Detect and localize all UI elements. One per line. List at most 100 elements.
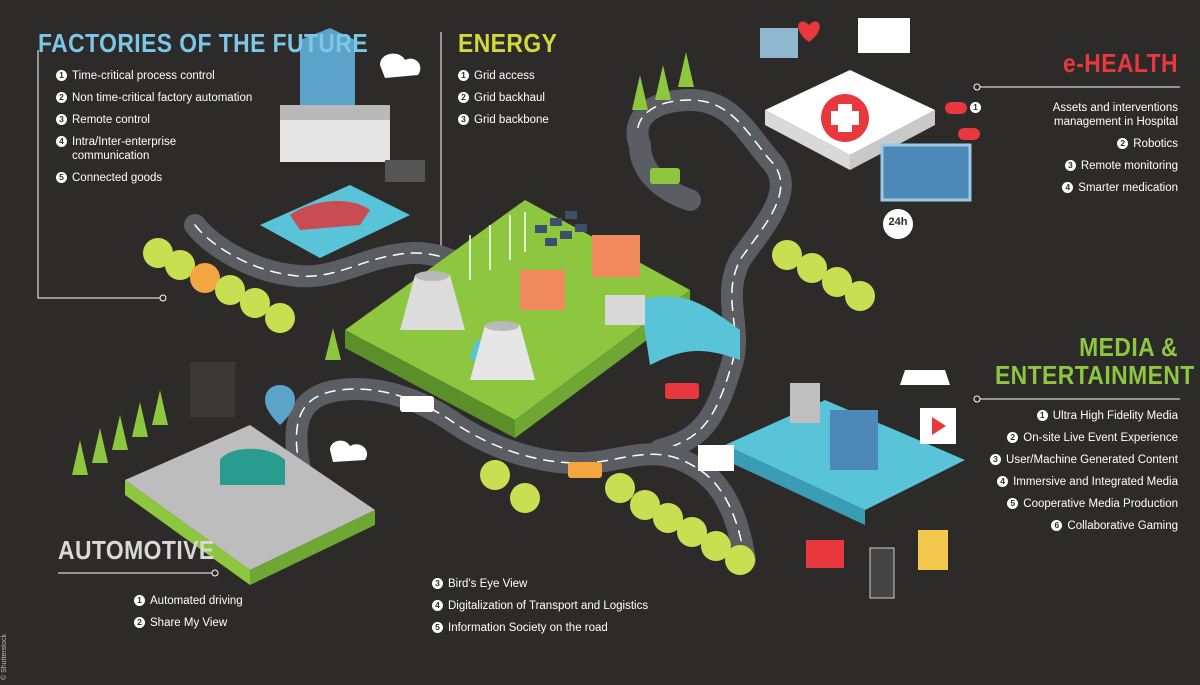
- media-leader-dot: [973, 395, 981, 403]
- automotive-platform-side-left: [125, 480, 250, 585]
- item-number-badge: 4: [997, 476, 1009, 487]
- item-number-badge: 1: [134, 595, 145, 606]
- car-teal: [220, 448, 285, 485]
- ambulance: [858, 18, 910, 53]
- item-text: Robotics: [1133, 138, 1178, 150]
- heart-icon: [798, 21, 820, 42]
- ehealth-title: e-HEALTH: [1063, 48, 1178, 78]
- shutterstock-credit: © Shutterstock: [1, 633, 8, 680]
- item-number-badge: 4: [56, 136, 67, 147]
- river: [640, 296, 740, 365]
- automotive-center-panel: 3 Bird's Eye View 4 Digitalization of Trans…: [432, 577, 692, 643]
- item-number-badge: 4: [432, 600, 443, 611]
- road-automotive-markings: [295, 388, 746, 561]
- mail-icon: [918, 530, 948, 570]
- power-building-1: [520, 270, 565, 310]
- action-camera-icon: [698, 445, 734, 471]
- item-number-badge: 3: [432, 578, 443, 589]
- ehealth-list: 1 Assets and interventions management in …: [970, 101, 1178, 195]
- item-text: Collaborative Gaming: [1067, 520, 1178, 532]
- list-item: 2 Grid backhaul: [458, 91, 618, 105]
- wind-turbines: [469, 212, 526, 280]
- item-text: Automated driving: [150, 595, 243, 607]
- power-building-2: [592, 235, 640, 277]
- road-factories-markings: [194, 224, 456, 277]
- item-text: Digitalization of Transport and Logistic…: [448, 600, 649, 612]
- energy-island: [345, 200, 740, 438]
- road-health-markings: [636, 99, 782, 451]
- media-illustration: [698, 370, 965, 599]
- vr-frame: [790, 383, 820, 423]
- pill-pack: [760, 28, 798, 58]
- item-number-badge: 1: [970, 102, 981, 113]
- item-number-badge: 3: [458, 114, 469, 125]
- ehealth-leader-dot: [973, 83, 981, 91]
- item-text: Smarter medication: [1078, 182, 1178, 194]
- item-text: Grid backhaul: [474, 92, 545, 104]
- item-text: Intra/Inter-enterprise communication: [72, 136, 177, 162]
- cloud-2: [330, 440, 368, 462]
- automotive-platform: [125, 362, 375, 585]
- pine-trees: [72, 52, 694, 475]
- clock-24h-badge: [883, 209, 913, 239]
- item-text: Remote monitoring: [1080, 160, 1178, 172]
- automotive-leader-dot: [211, 569, 219, 577]
- energy-island-side-left: [345, 330, 515, 438]
- item-text: On-site Live Event Experience: [1023, 432, 1178, 444]
- item-text: Connected goods: [72, 172, 163, 184]
- cooling-tower-2: [470, 325, 535, 380]
- item-number-badge: 2: [1007, 432, 1019, 443]
- smartphone-icon: [869, 547, 895, 599]
- factories-title: FACTORIES OF THE FUTURE: [38, 28, 369, 58]
- car-green: [650, 168, 680, 184]
- energy-list: 1 Grid access 2 Grid backhaul 3 Grid backbone: [458, 69, 618, 127]
- machine-unit: [385, 160, 425, 182]
- item-text: Grid backbone: [474, 114, 549, 126]
- gamepad-icon: [900, 370, 950, 385]
- clock-24h-label: 24h: [888, 216, 908, 228]
- list-item: 5 Connected goods: [56, 171, 256, 185]
- item-number-badge: 3: [1064, 160, 1076, 171]
- car-on-assembly: [290, 200, 370, 230]
- factory-building: [280, 120, 390, 162]
- list-item: 3 Remote monitoring: [970, 159, 1178, 173]
- solar-panels: [535, 211, 587, 246]
- car-white: [400, 396, 434, 412]
- factories-leader-dot: [159, 294, 167, 302]
- car-red: [665, 383, 699, 399]
- cooling-tower-1-top: [415, 271, 449, 281]
- item-number-badge: 3: [990, 454, 1002, 465]
- round-trees: [143, 238, 875, 575]
- item-text: Remote control: [72, 114, 150, 126]
- item-number-badge: 5: [56, 172, 67, 183]
- item-text: Bird's Eye View: [448, 578, 528, 590]
- item-text: Grid access: [474, 70, 535, 82]
- office-tower: [300, 28, 355, 115]
- factory-illustration: [260, 28, 425, 258]
- media-platform-side: [725, 445, 865, 525]
- cooling-tower-2-top: [485, 321, 519, 331]
- list-item: 1 Grid access: [458, 69, 618, 83]
- list-item: 3 Grid backbone: [458, 113, 618, 127]
- list-item: 3 Bird's Eye View: [432, 577, 692, 591]
- item-number-badge: 2: [458, 92, 469, 103]
- item-number-badge: 1: [458, 70, 469, 81]
- item-number-badge: 2: [134, 617, 145, 628]
- item-text: Assets and interventions management in H…: [1052, 102, 1178, 128]
- item-text: Cooperative Media Production: [1023, 498, 1178, 510]
- list-item: 4 Intra/Inter-enterprise communication: [56, 135, 256, 163]
- pill-capsule-2: [958, 128, 980, 140]
- automotive-title: AUTOMOTIVE: [58, 535, 215, 565]
- photo-camera-icon: [806, 540, 844, 568]
